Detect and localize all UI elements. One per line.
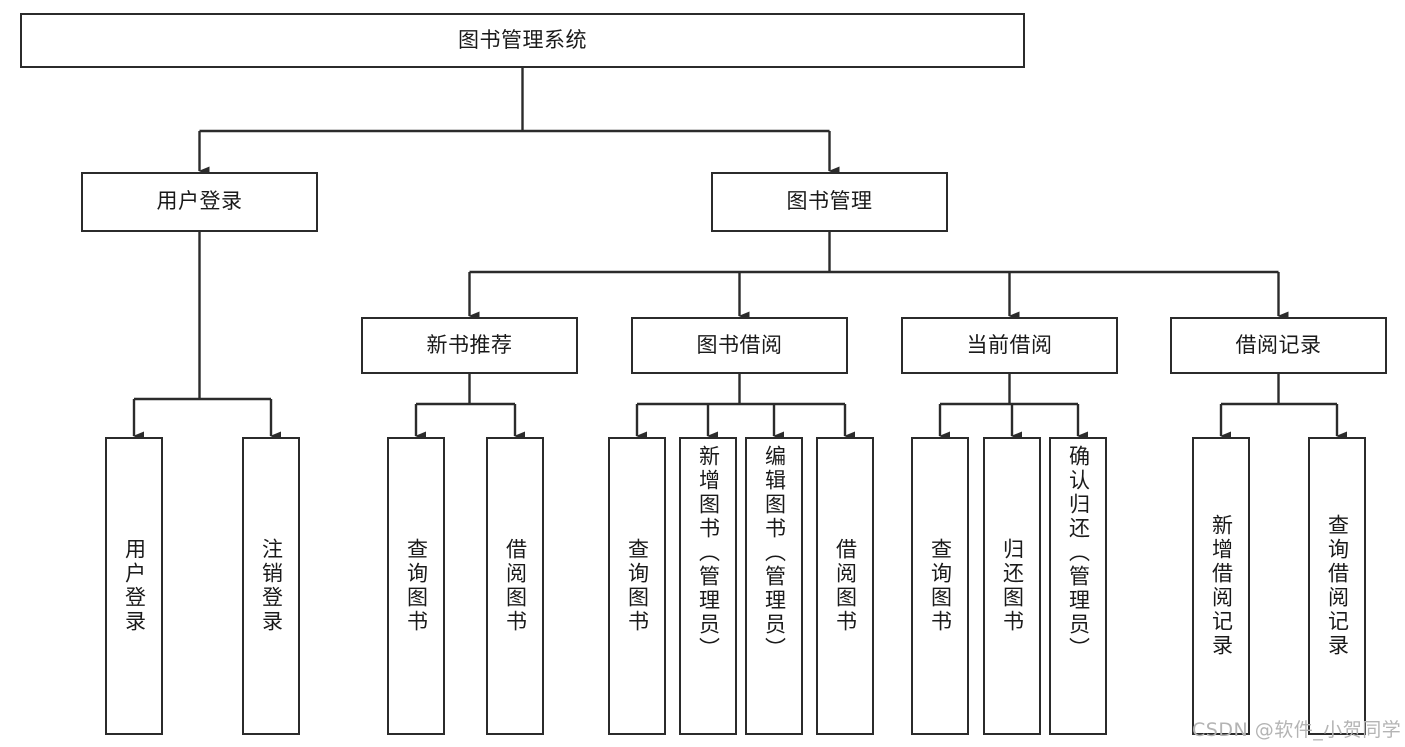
node-label: 新增图书（管理员） bbox=[696, 445, 721, 661]
node-leaf-add-record[interactable]: 新增借阅记录 bbox=[1192, 437, 1250, 735]
node-leaf-query-book-1[interactable]: 查询图书 bbox=[387, 437, 445, 735]
node-label: 归还图书 bbox=[1000, 538, 1025, 634]
node-current-borrow[interactable]: 当前借阅 bbox=[901, 317, 1118, 374]
node-label: 查询图书 bbox=[404, 538, 429, 634]
node-label: 借阅图书 bbox=[503, 538, 528, 634]
node-root[interactable]: 图书管理系统 bbox=[20, 13, 1025, 68]
node-label: 图书管理 bbox=[786, 189, 873, 214]
node-leaf-borrow-book-2[interactable]: 借阅图书 bbox=[816, 437, 874, 735]
node-label: 图书借阅 bbox=[696, 332, 783, 357]
node-leaf-confirm-return[interactable]: 确认归还（管理员） bbox=[1049, 437, 1107, 735]
node-label: 查询图书 bbox=[928, 538, 953, 634]
node-leaf-query-book-3[interactable]: 查询图书 bbox=[911, 437, 969, 735]
node-label: 查询借阅记录 bbox=[1325, 514, 1350, 658]
node-book-borrow[interactable]: 图书借阅 bbox=[631, 317, 848, 374]
node-new-book-recommend[interactable]: 新书推荐 bbox=[361, 317, 578, 374]
node-label: 新增借阅记录 bbox=[1209, 514, 1234, 658]
node-leaf-query-book-2[interactable]: 查询图书 bbox=[608, 437, 666, 735]
node-label: 查询图书 bbox=[625, 538, 650, 634]
node-leaf-edit-book[interactable]: 编辑图书（管理员） bbox=[745, 437, 803, 735]
node-user-login[interactable]: 用户登录 bbox=[81, 172, 318, 232]
node-leaf-logout[interactable]: 注销登录 bbox=[242, 437, 300, 735]
node-label: 用户登录 bbox=[156, 189, 243, 214]
node-label: 图书管理系统 bbox=[458, 27, 587, 52]
node-label: 确认归还（管理员） bbox=[1066, 445, 1091, 661]
node-leaf-user-login[interactable]: 用户登录 bbox=[105, 437, 163, 735]
node-leaf-borrow-book-1[interactable]: 借阅图书 bbox=[486, 437, 544, 735]
node-leaf-add-book[interactable]: 新增图书（管理员） bbox=[679, 437, 737, 735]
node-label: 借阅图书 bbox=[833, 538, 858, 634]
node-label: 新书推荐 bbox=[426, 332, 513, 357]
node-label: 用户登录 bbox=[122, 538, 147, 634]
node-label: 编辑图书（管理员） bbox=[762, 445, 787, 661]
node-label: 注销登录 bbox=[259, 538, 284, 634]
csdn-watermark: CSDN @软件_小贺同学 bbox=[1192, 719, 1402, 741]
node-label: 当前借阅 bbox=[966, 332, 1053, 357]
node-leaf-return-book[interactable]: 归还图书 bbox=[983, 437, 1041, 735]
node-leaf-query-record[interactable]: 查询借阅记录 bbox=[1308, 437, 1366, 735]
edge-group bbox=[132, 68, 1347, 441]
node-borrow-record[interactable]: 借阅记录 bbox=[1170, 317, 1387, 374]
node-label: 借阅记录 bbox=[1235, 332, 1322, 357]
node-book-manage[interactable]: 图书管理 bbox=[711, 172, 948, 232]
